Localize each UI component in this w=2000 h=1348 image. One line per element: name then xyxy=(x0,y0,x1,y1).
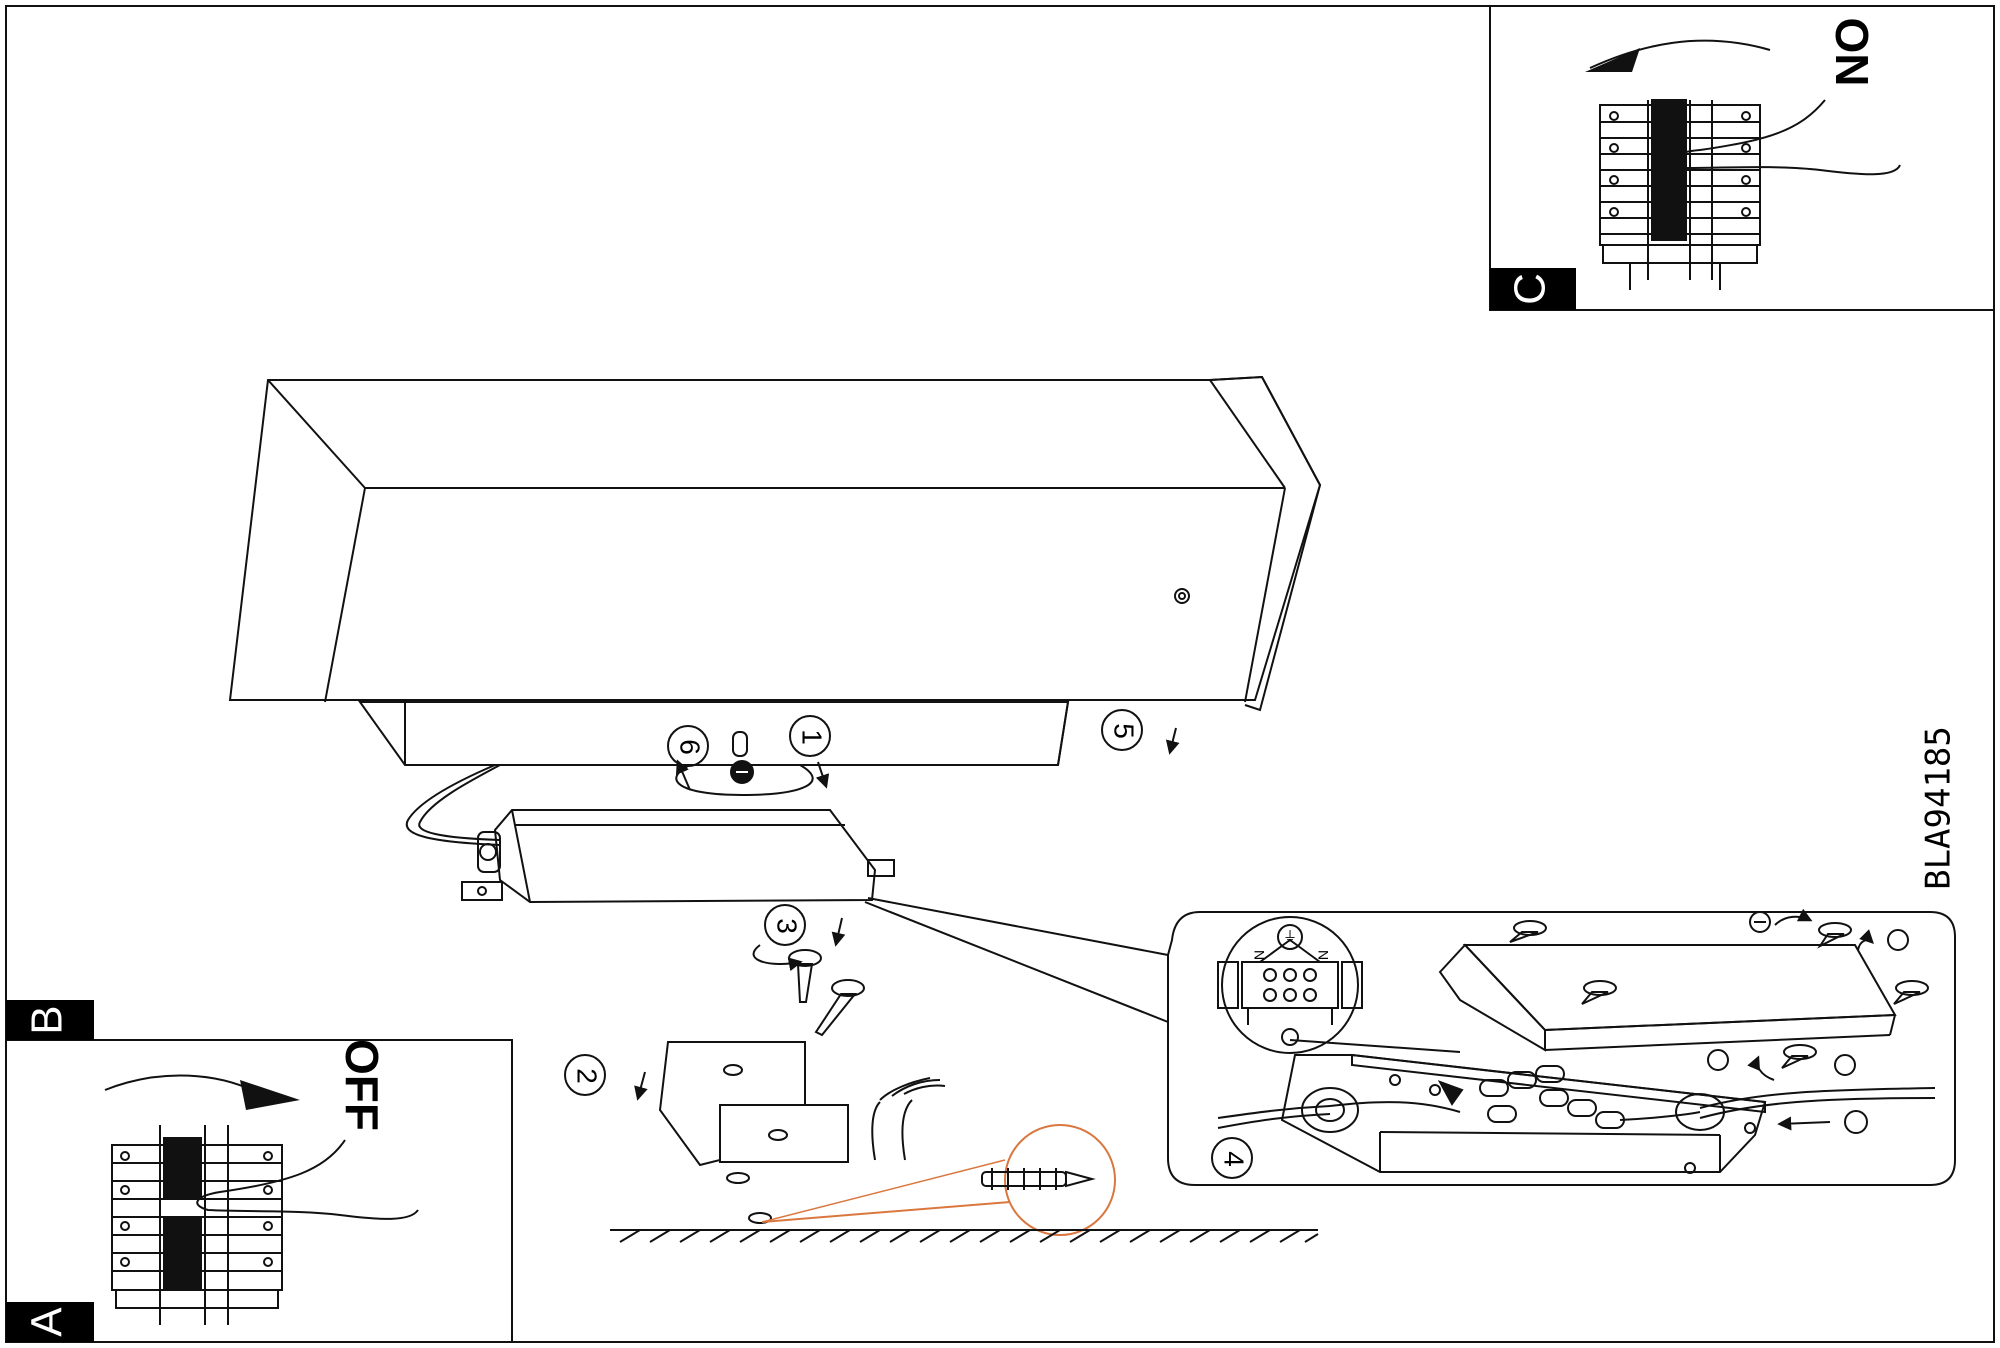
step-3-badge: 3 xyxy=(764,904,806,946)
junction-cables xyxy=(1217,1087,1936,1129)
panel-c-letter: C xyxy=(1506,273,1555,305)
panel-a-badge xyxy=(6,1302,94,1342)
step-5-badge: 5 xyxy=(1101,709,1143,751)
terminal-inset xyxy=(1217,916,1461,1054)
earth-label: ⏚ xyxy=(1283,929,1297,945)
panel-c-badge xyxy=(1490,268,1576,310)
panel-a-state-text: OFF xyxy=(336,1039,388,1131)
terminal-block-icon xyxy=(1437,1065,1625,1129)
hand-icon xyxy=(196,1139,419,1220)
neutral-label-left: N xyxy=(1251,950,1267,960)
breaker-block-icon xyxy=(111,1125,283,1325)
junction-box-lid xyxy=(1438,943,1897,1052)
mounting-base xyxy=(358,701,1070,766)
panel-b-badge xyxy=(6,1000,94,1040)
neutral-label-right: N xyxy=(1315,950,1331,960)
step-1-badge: 1 xyxy=(789,715,831,757)
switch-arrow-icon xyxy=(104,1074,263,1096)
panel-c: C ON xyxy=(1489,5,1995,311)
wiring-detail-callout: ⏚ N N xyxy=(1167,908,1956,1186)
step-4-label: 4 xyxy=(1219,1151,1250,1167)
base-screw-detail xyxy=(675,731,814,797)
page-frame xyxy=(5,5,1995,1343)
wall-plug-callout xyxy=(761,1124,1116,1236)
wall-surface xyxy=(610,1229,1319,1243)
panel-a: B A OFF xyxy=(5,1000,513,1343)
lid-screw-icon xyxy=(1509,920,1929,1069)
driver-unit xyxy=(461,809,895,904)
mounting-bracket xyxy=(658,1041,849,1167)
step-6-badge: 6 xyxy=(667,725,709,767)
step-3-label: 3 xyxy=(772,918,803,934)
cable xyxy=(405,764,501,846)
step-6-label: 6 xyxy=(675,739,706,755)
breaker-block-icon xyxy=(1599,99,1761,290)
panel-b-letter: B xyxy=(23,1005,72,1034)
step-1-label: 1 xyxy=(797,729,828,745)
panel-a-letter: A xyxy=(23,1307,72,1337)
panel-c-state-text: ON xyxy=(1826,18,1878,87)
step-2-label: 2 xyxy=(572,1068,603,1084)
model-code: BLA94185 xyxy=(1919,726,1959,890)
step-5-label: 5 xyxy=(1109,723,1140,739)
step-2-badge: 2 xyxy=(564,1054,606,1096)
step-4-badge: 4 xyxy=(1211,1137,1253,1179)
supply-wires xyxy=(871,1077,946,1161)
screw-icon xyxy=(788,949,865,1037)
switch-arrow-icon xyxy=(1589,39,1771,69)
luminaire-body xyxy=(228,375,1322,712)
hand-icon xyxy=(1673,99,1901,176)
